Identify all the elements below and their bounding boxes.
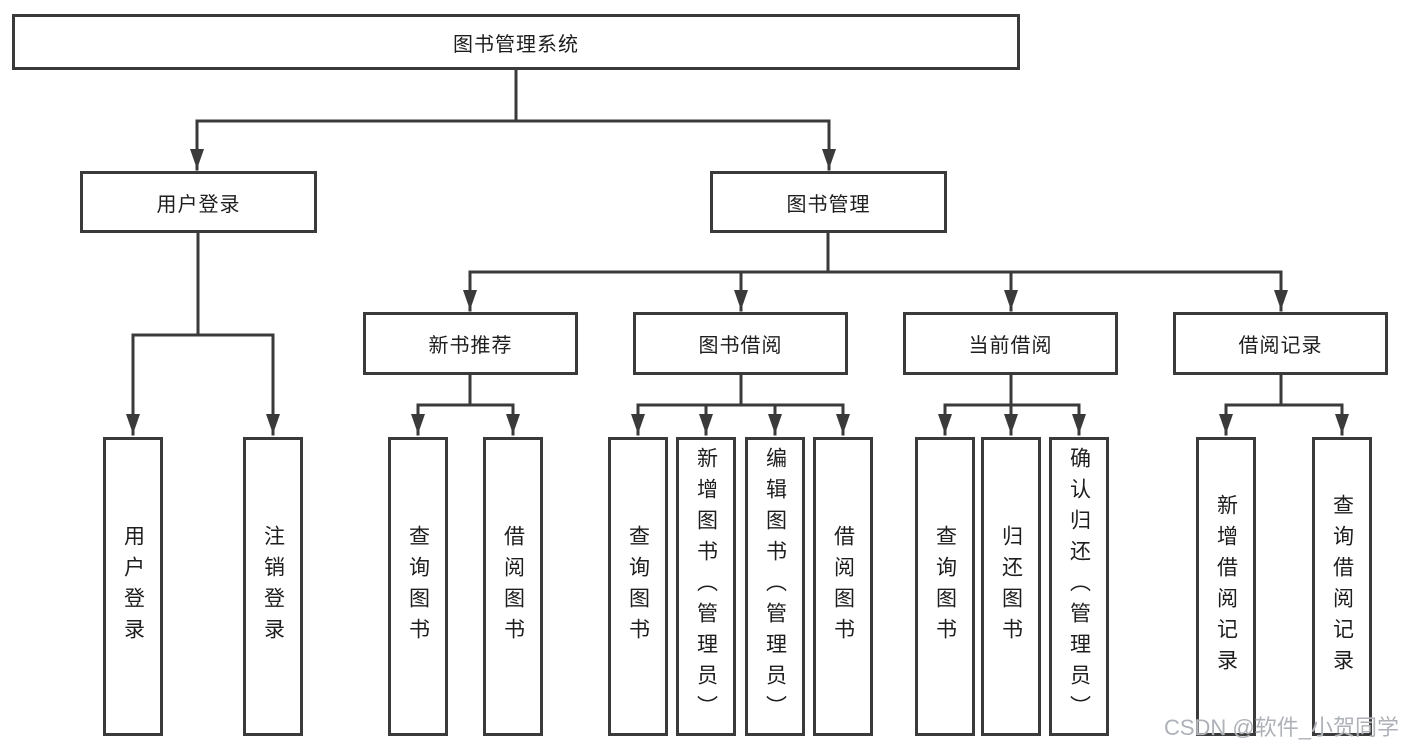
leaf-user-login: 用户登录 <box>103 437 163 736</box>
leaf-borrowing-borrow-books: 借阅图书 <box>813 437 873 736</box>
node-book-borrowing: 图书借阅 <box>633 312 848 375</box>
leaf-borrowing-query-books: 查询图书 <box>608 437 668 736</box>
node-current-borrowing: 当前借阅 <box>903 312 1118 375</box>
node-borrowing-records: 借阅记录 <box>1173 312 1388 375</box>
node-new-book-recommend: 新书推荐 <box>363 312 578 375</box>
leaf-edit-books-admin-label: 编辑图书（管理员） <box>763 447 787 726</box>
connector-book-management-to-level3 <box>463 231 1288 312</box>
leaf-query-borrow-record: 查询借阅记录 <box>1312 437 1372 736</box>
leaf-return-books: 归还图书 <box>981 437 1041 736</box>
node-user-login-branch-label: 用户登录 <box>156 193 241 216</box>
leaf-add-books-admin: 新增图书（管理员） <box>676 437 736 736</box>
connector-book-borrowing-to-leaves <box>631 373 850 436</box>
connector-user-login-to-leaves <box>126 231 280 436</box>
leaf-current-query-books-label: 查询图书 <box>933 524 957 649</box>
node-borrowing-records-label: 借阅记录 <box>1238 335 1323 357</box>
leaf-recommend-borrow-books: 借阅图书 <box>483 437 543 736</box>
leaf-user-login-label: 用户登录 <box>121 524 145 649</box>
connector-root-to-level2 <box>190 68 836 171</box>
leaf-confirm-return-admin: 确认归还（管理员） <box>1049 437 1109 736</box>
leaf-current-query-books: 查询图书 <box>915 437 975 736</box>
leaf-borrowing-borrow-books-label: 借阅图书 <box>831 524 855 649</box>
node-new-book-recommend-label: 新书推荐 <box>428 335 513 357</box>
leaf-return-books-label: 归还图书 <box>999 524 1023 649</box>
watermark: CSDN @软件_小贺同学 <box>1163 715 1399 740</box>
leaf-edit-books-admin: 编辑图书（管理员） <box>745 437 805 736</box>
node-book-borrowing-label: 图书借阅 <box>698 335 783 357</box>
node-user-login-branch: 用户登录 <box>80 171 317 233</box>
node-root-system: 图书管理系统 <box>12 14 1020 70</box>
leaf-recommend-query-books: 查询图书 <box>388 437 448 736</box>
leaf-recommend-query-books-label: 查询图书 <box>406 524 430 649</box>
leaf-confirm-return-admin-label: 确认归还（管理员） <box>1067 447 1091 726</box>
node-root-system-label: 图书管理系统 <box>453 33 579 56</box>
leaf-add-borrow-record-label: 新增借阅记录 <box>1214 493 1238 680</box>
leaf-borrowing-query-books-label: 查询图书 <box>626 524 650 649</box>
connector-current-borrowing-to-leaves <box>938 373 1086 436</box>
leaf-query-borrow-record-label: 查询借阅记录 <box>1330 493 1354 680</box>
connector-new-book-recommend-to-leaves <box>411 373 520 436</box>
leaf-logout-label: 注销登录 <box>261 524 285 649</box>
leaf-add-borrow-record: 新增借阅记录 <box>1196 437 1256 736</box>
node-current-borrowing-label: 当前借阅 <box>968 335 1053 357</box>
leaf-add-books-admin-label: 新增图书（管理员） <box>694 447 718 726</box>
leaf-recommend-borrow-books-label: 借阅图书 <box>501 524 525 649</box>
node-book-management-branch-label: 图书管理 <box>786 193 871 216</box>
connector-borrowing-records-to-leaves <box>1219 373 1349 436</box>
node-book-management-branch: 图书管理 <box>710 171 947 233</box>
leaf-logout: 注销登录 <box>243 437 303 736</box>
